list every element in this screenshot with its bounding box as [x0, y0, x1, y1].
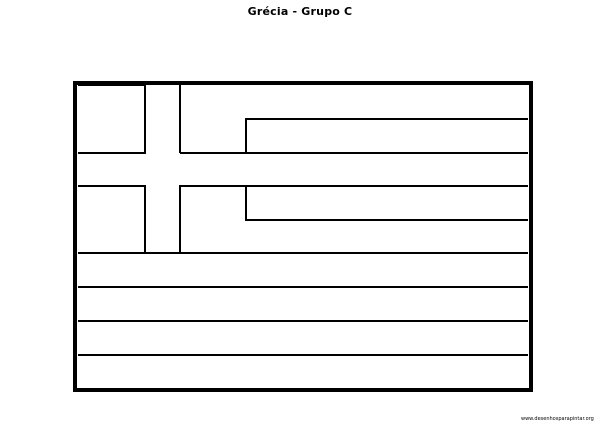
site-watermark: www.desenhosparapintar.org [521, 416, 594, 422]
page-title: Grécia - Grupo C [247, 5, 353, 18]
flag-border [73, 81, 533, 392]
stripe-1 [245, 118, 528, 153]
stripe-4 [245, 186, 528, 221]
cross-horizontal-bottom-right [179, 185, 528, 253]
